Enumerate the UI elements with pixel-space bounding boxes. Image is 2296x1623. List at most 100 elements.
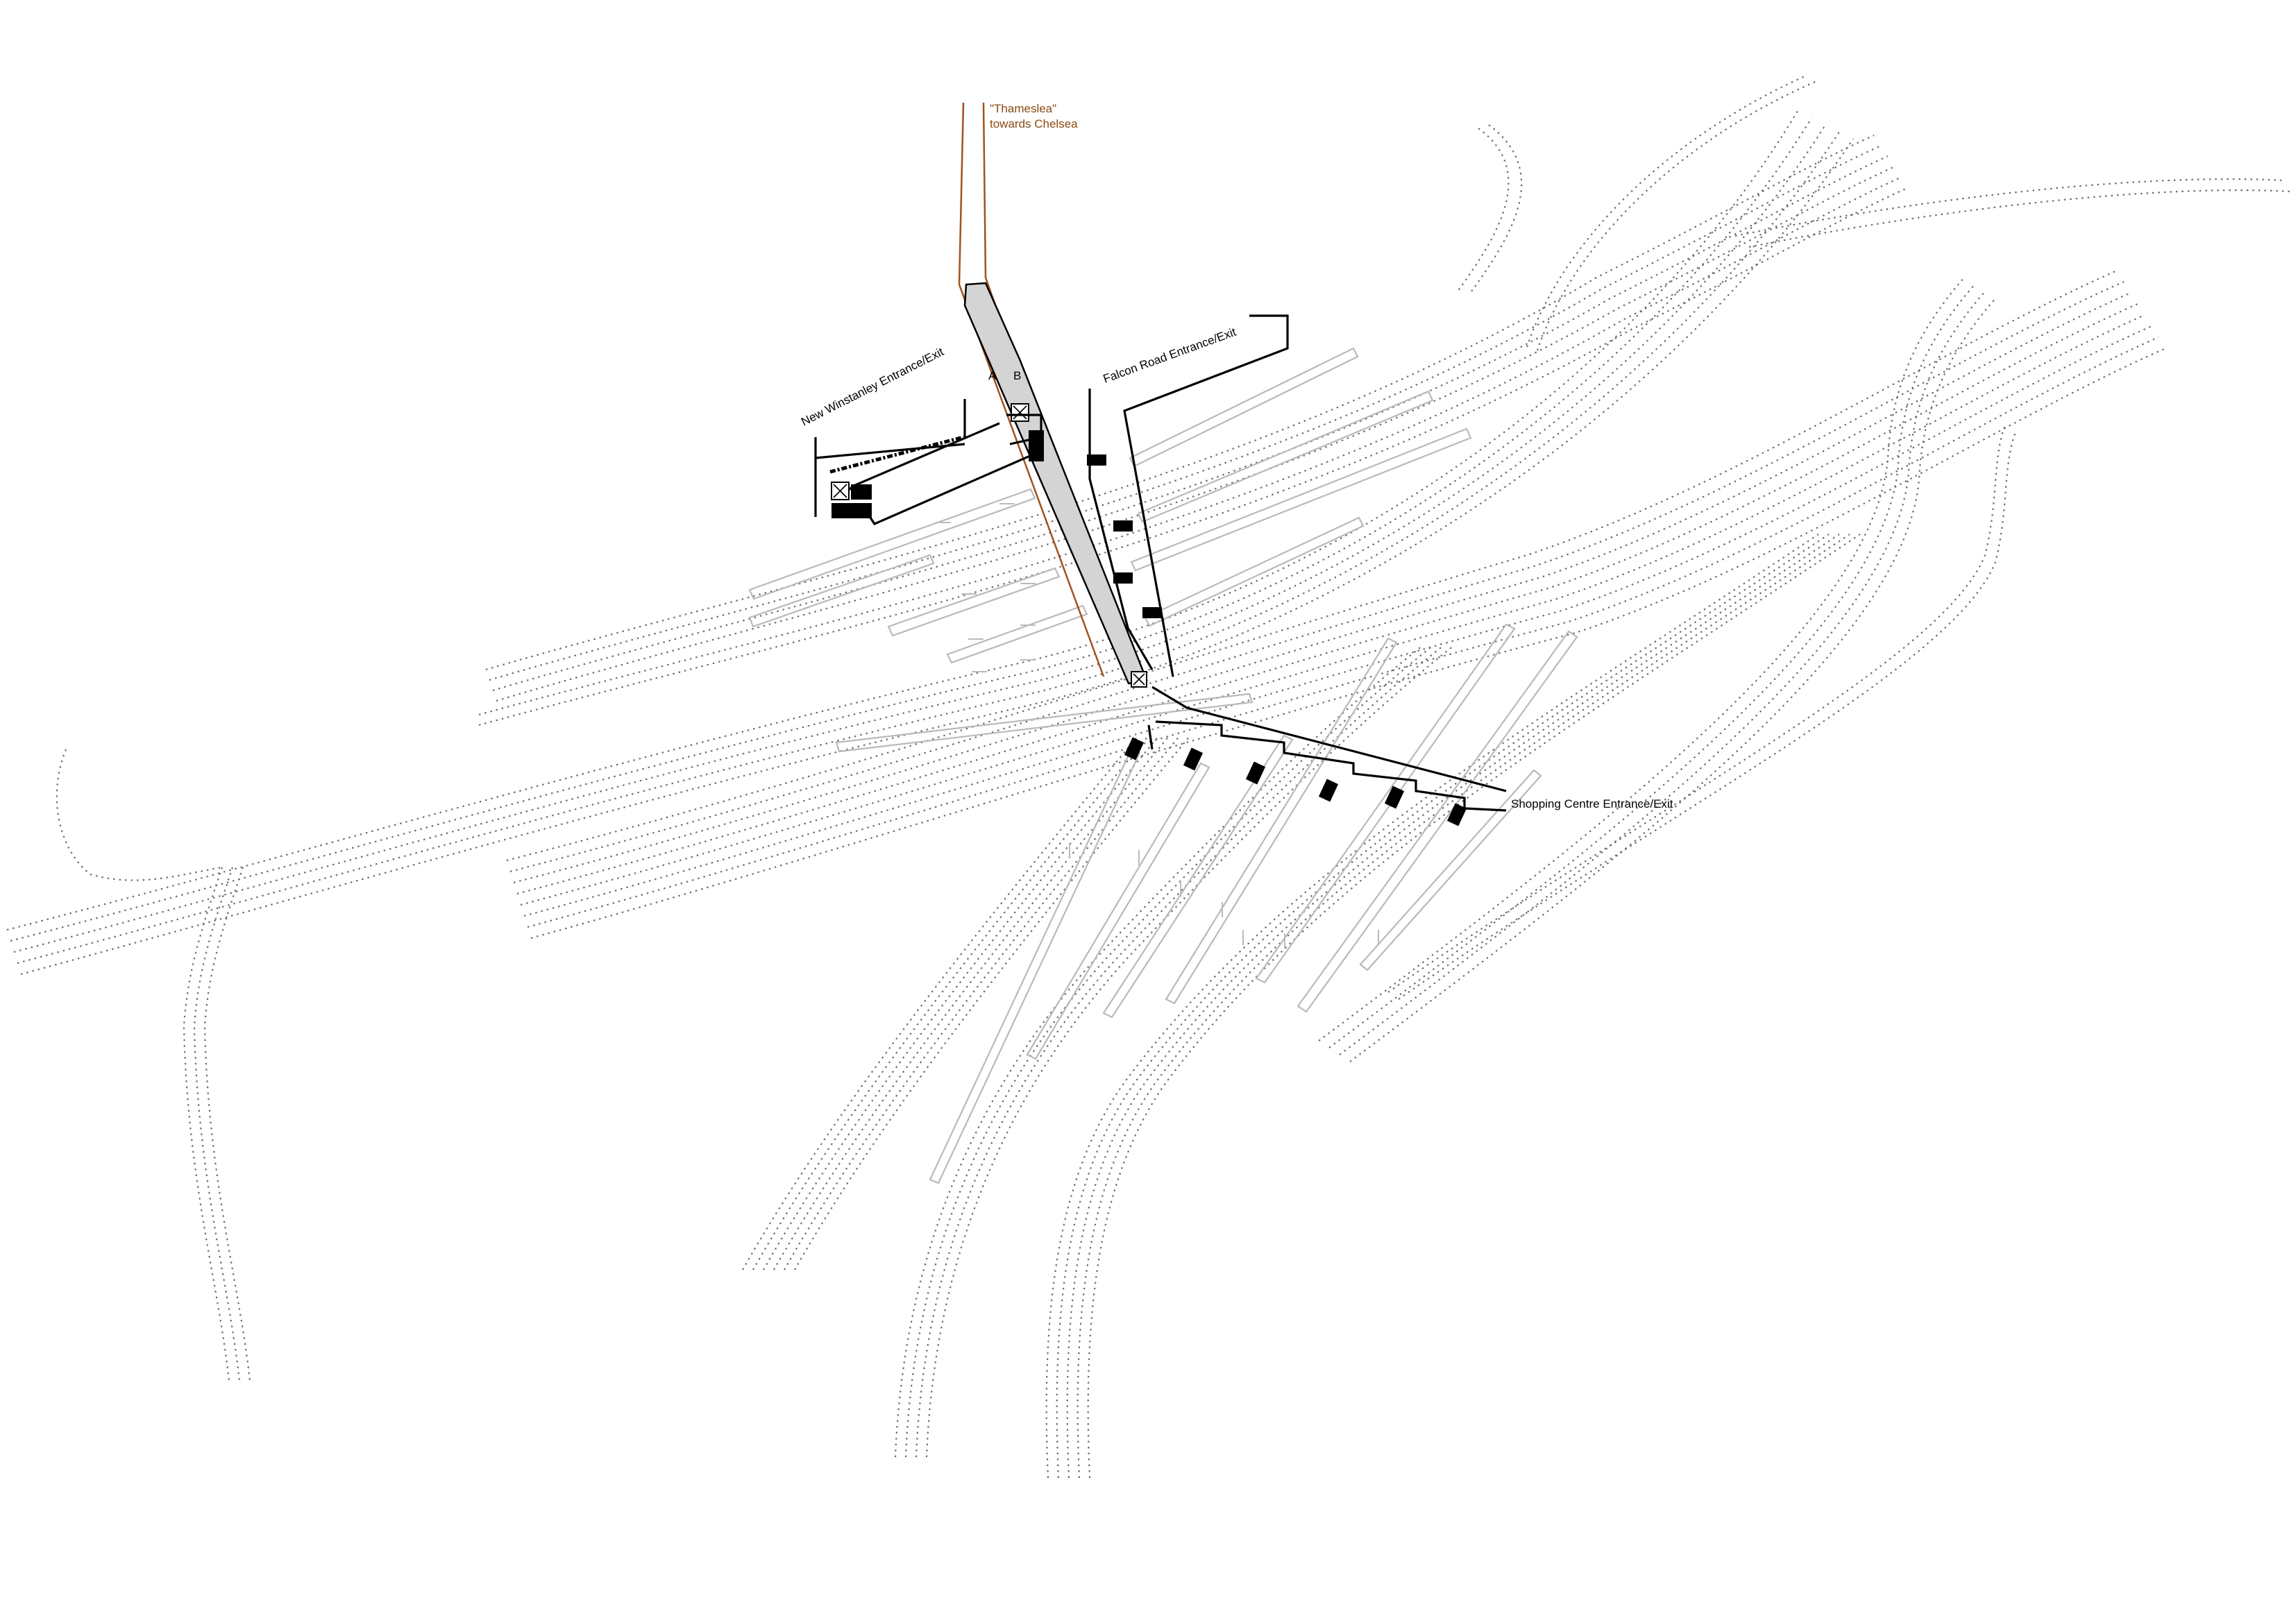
falcon-road-entrance bbox=[1087, 314, 1289, 677]
platform-south-5 bbox=[1255, 623, 1516, 984]
winstanley-walkway bbox=[814, 399, 966, 517]
winstanley-gateline bbox=[829, 435, 964, 474]
track-west-loop bbox=[56, 749, 223, 881]
shopping-centre-entrance bbox=[1124, 686, 1507, 826]
track-north-a bbox=[1526, 75, 1805, 348]
shopping-walkway-branch bbox=[1155, 720, 1507, 812]
platform-note-mark bbox=[972, 671, 987, 672]
winstanley-stairs-block bbox=[832, 503, 872, 518]
track-west-2 bbox=[10, 117, 1812, 942]
track-southwest-2 bbox=[193, 867, 241, 1382]
winstanley-bridge-edge bbox=[1006, 414, 1043, 445]
track-south-a3 bbox=[763, 735, 1160, 1271]
thameslea-track-left bbox=[958, 102, 1105, 677]
falcon-stairs-4 bbox=[1142, 607, 1162, 618]
platform-upper-4 bbox=[1144, 516, 1365, 627]
track-mid-2 bbox=[509, 280, 2125, 873]
platform-note-mark bbox=[961, 593, 977, 595]
track-south-a2 bbox=[752, 735, 1149, 1271]
platform-note-mark bbox=[1222, 902, 1223, 917]
falcon-road-walkway-inner bbox=[1088, 389, 1154, 670]
platform-note-mark bbox=[1378, 930, 1379, 945]
track-mid-7 bbox=[527, 336, 2159, 928]
falcon-stairs-1 bbox=[1087, 454, 1106, 466]
track-east-curve-1 bbox=[1318, 277, 1965, 1042]
platform-upper-7 bbox=[946, 604, 1088, 664]
platform-note-mark bbox=[1020, 583, 1036, 584]
track-southwest-3 bbox=[203, 867, 251, 1382]
platform-upper-9 bbox=[748, 554, 935, 628]
track-mid-8 bbox=[530, 347, 2166, 940]
shopping-walkway-main bbox=[1151, 686, 1507, 792]
track-north-b bbox=[1536, 80, 1816, 351]
platform-south-1 bbox=[929, 748, 1141, 1184]
falcon-road-label: Falcon Road Entrance/Exit bbox=[1101, 325, 1238, 386]
track-upper-1 bbox=[485, 134, 1875, 671]
track-far-east-2 bbox=[1398, 430, 2018, 1000]
track-upper-2 bbox=[489, 144, 1882, 681]
track-upper-6 bbox=[478, 186, 1909, 726]
track-mid-3 bbox=[513, 291, 2132, 884]
track-mid-4 bbox=[516, 303, 2138, 895]
platform-upper-1 bbox=[1129, 347, 1359, 468]
falcon-stairs-3 bbox=[1113, 572, 1133, 584]
track-east-2 bbox=[1748, 189, 2291, 248]
platform-upper-5 bbox=[748, 488, 1036, 600]
shopping-stairs-2 bbox=[1183, 747, 1204, 771]
shopping-walkway-short bbox=[1147, 724, 1154, 750]
shopping-stairs-3 bbox=[1245, 761, 1266, 785]
platform-note-mark bbox=[1020, 624, 1036, 626]
falcon-stairs-2 bbox=[1113, 520, 1133, 532]
shopping-stairs-6 bbox=[1446, 803, 1467, 826]
platform-note-mark bbox=[1069, 843, 1070, 858]
track-southwest-1 bbox=[183, 867, 230, 1382]
track-northeast-1 bbox=[1457, 128, 1510, 292]
track-west-4 bbox=[17, 131, 1840, 965]
thameslea-label-line2: towards Chelsea bbox=[990, 117, 1078, 130]
platform-upper-6 bbox=[887, 567, 1061, 637]
platforms bbox=[748, 347, 1578, 1184]
platform-south-6 bbox=[1297, 630, 1578, 1013]
platform-south-2 bbox=[1026, 762, 1210, 1060]
track-mid-5 bbox=[520, 314, 2145, 906]
track-east-curve-2 bbox=[1328, 284, 1975, 1048]
platform-note-mark bbox=[1284, 933, 1285, 949]
concourse-slab bbox=[963, 282, 1148, 685]
track-mid-1 bbox=[506, 269, 2118, 862]
track-east-curve-3 bbox=[1339, 291, 1986, 1055]
platform-south-7 bbox=[1359, 769, 1542, 971]
new-winstanley-label: New Winstanley Entrance/Exit bbox=[799, 345, 946, 428]
platform-note-mark bbox=[999, 503, 1015, 504]
platform-a-label: A bbox=[988, 369, 997, 382]
concourse-lift-cross bbox=[1013, 405, 1027, 420]
south-lift-cross bbox=[1133, 673, 1145, 686]
track-south-a4 bbox=[773, 735, 1170, 1271]
shopping-centre-label: Shopping Centre Entrance/Exit bbox=[1511, 797, 1673, 810]
platform-note-mark bbox=[1242, 930, 1244, 945]
winstanley-stairs-block-2 bbox=[851, 484, 872, 500]
track-east-1 bbox=[1734, 178, 2284, 237]
track-south-a6 bbox=[794, 735, 1191, 1271]
platform-note-mark bbox=[1020, 659, 1036, 661]
track-south-a1 bbox=[742, 735, 1139, 1271]
track-south-c4 bbox=[1077, 534, 1850, 1479]
track-south-c2 bbox=[1056, 534, 1830, 1479]
platform-notes bbox=[936, 503, 1379, 949]
track-south-b2 bbox=[904, 645, 1434, 1458]
platform-upper-2 bbox=[1137, 390, 1434, 523]
shopping-stairs-4 bbox=[1318, 779, 1339, 802]
platform-note-mark bbox=[1138, 850, 1140, 865]
platform-upper-3 bbox=[1130, 427, 1472, 572]
track-south-b1 bbox=[894, 645, 1424, 1458]
track-upper-3 bbox=[492, 155, 1889, 692]
rail-tracks bbox=[6, 75, 2291, 1479]
track-west-5 bbox=[20, 138, 1854, 976]
track-east-curve-4 bbox=[1349, 298, 1996, 1062]
track-south-c3 bbox=[1066, 534, 1840, 1479]
track-west-1 bbox=[6, 110, 1798, 931]
shopping-stairs-1 bbox=[1124, 737, 1145, 760]
track-far-east-1 bbox=[1387, 423, 2007, 993]
platform-b-label: B bbox=[1013, 369, 1021, 382]
platform-south-3 bbox=[1102, 734, 1294, 1019]
